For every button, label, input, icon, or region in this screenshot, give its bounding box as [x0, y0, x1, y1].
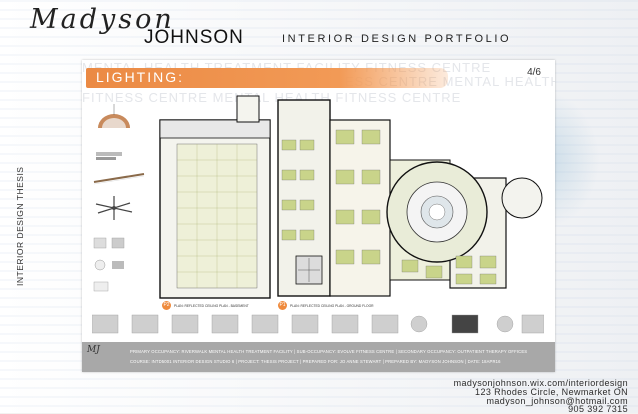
reflected-ceiling-plans	[159, 95, 543, 299]
fixture-column	[93, 104, 145, 292]
heading-brush-stroke	[86, 68, 448, 88]
basement-plan	[159, 95, 271, 299]
plan-label-ground: PLAN: REFLECTED CEILING PLAN - GROUND FL…	[290, 304, 374, 308]
fixture-thumb	[371, 314, 399, 334]
contact-phone: 905 392 7315	[568, 404, 628, 414]
plan-label-basement: PLAN: REFLECTED CEILING PLAN - BASEMENT	[174, 304, 249, 308]
fixture-thumb	[171, 314, 199, 334]
recessed-fixtures	[93, 237, 125, 292]
contact-website: madysonjohnson.wix.com/interiordesign	[453, 378, 628, 388]
lighting-board: MENTAL HEALTH TREATMENT FACILITY FITNESS…	[82, 60, 555, 372]
fixture-thumb	[92, 314, 119, 334]
fixture-thumb	[291, 314, 319, 334]
linear-fixture	[96, 152, 122, 160]
fixture-thumb	[496, 315, 514, 333]
designer-block-name: JOHNSON	[144, 27, 244, 48]
linear-pendant-fixture	[93, 173, 145, 185]
contact-address: 123 Rhodes Circle, Newmarket ON	[475, 387, 628, 397]
course-info: COURSE: INTD5001 INTERIOR DESIGN STUDIO …	[130, 359, 501, 364]
designer-logo: MJ	[87, 345, 100, 355]
occupancy-info: PRIMARY OCCUPANCY: RIVERWALK MENTAL HEAL…	[130, 349, 528, 354]
thesis-side-title: INTERIOR DESIGN THESIS	[15, 166, 25, 286]
pendant-dome-fixture	[98, 104, 130, 128]
ground-floor-plan	[277, 99, 543, 297]
ceiling-fan-fixture	[95, 196, 133, 220]
watermark-line: FITNESS CENTRE MENTAL HEALTH FITNESS CEN…	[82, 90, 462, 105]
fixture-thumb	[331, 314, 359, 334]
page-number: 4/6	[527, 67, 541, 78]
fixture-thumb	[131, 314, 159, 334]
fixture-thumb	[251, 314, 279, 334]
fixture-thumb	[521, 314, 544, 334]
fixture-thumb	[410, 315, 428, 333]
fixture-thumb	[451, 314, 479, 334]
plan-badge-basement: P2	[162, 301, 171, 310]
lighting-heading: LIGHTING:	[96, 69, 185, 85]
designer-script-name: Madyson	[30, 4, 175, 35]
fixture-strip	[92, 314, 544, 334]
project-info-bar: MJ PRIMARY OCCUPANCY: RIVERWALK MENTAL H…	[82, 342, 555, 372]
fixture-thumb	[211, 314, 239, 334]
contact-email: madyson_johnson@hotmail.com	[486, 396, 628, 406]
plan-badge-ground: P1	[278, 301, 287, 310]
portfolio-title: INTERIOR DESIGN PORTFOLIO	[282, 33, 512, 45]
